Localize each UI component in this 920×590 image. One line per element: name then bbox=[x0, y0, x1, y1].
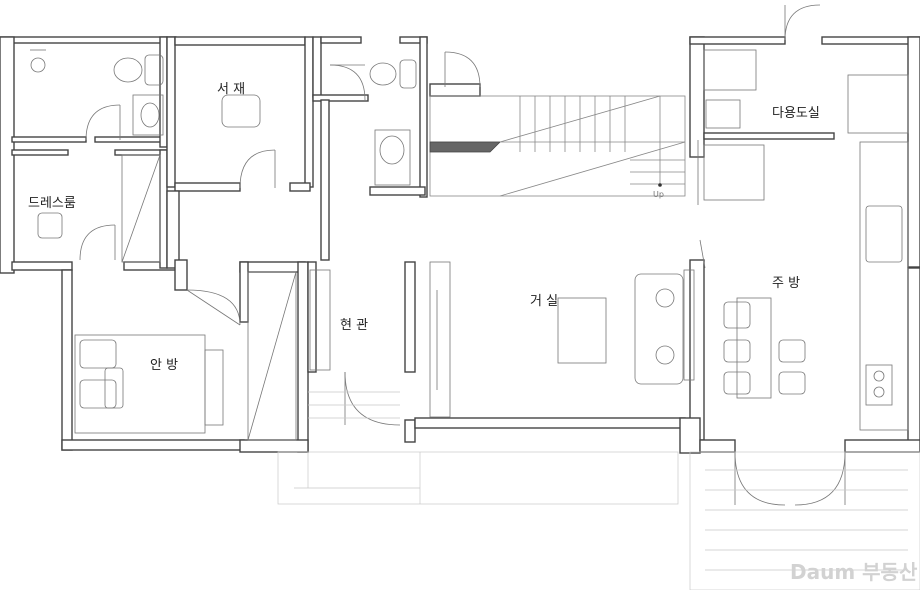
stair-treads bbox=[519, 96, 685, 185]
room-label-entrance: 현 관 bbox=[340, 318, 369, 333]
fixtures bbox=[30, 49, 909, 441]
staircase bbox=[429, 95, 686, 197]
room-label-study: 서 재 bbox=[217, 82, 246, 97]
doors bbox=[79, 4, 846, 506]
watermark-logo: Daum 부동산 bbox=[790, 560, 918, 584]
walls bbox=[0, 36, 920, 454]
stair-up-label: Up bbox=[653, 190, 664, 199]
room-label-dressing-room: 드레스룸 bbox=[28, 196, 76, 211]
decks bbox=[277, 391, 920, 590]
room-label-master-bedroom: 안 방 bbox=[150, 358, 179, 373]
room-label-kitchen: 주 방 bbox=[772, 276, 801, 291]
room-label-living-room: 거 실 bbox=[530, 294, 559, 309]
room-label-utility-room: 다용도실 bbox=[772, 106, 820, 121]
